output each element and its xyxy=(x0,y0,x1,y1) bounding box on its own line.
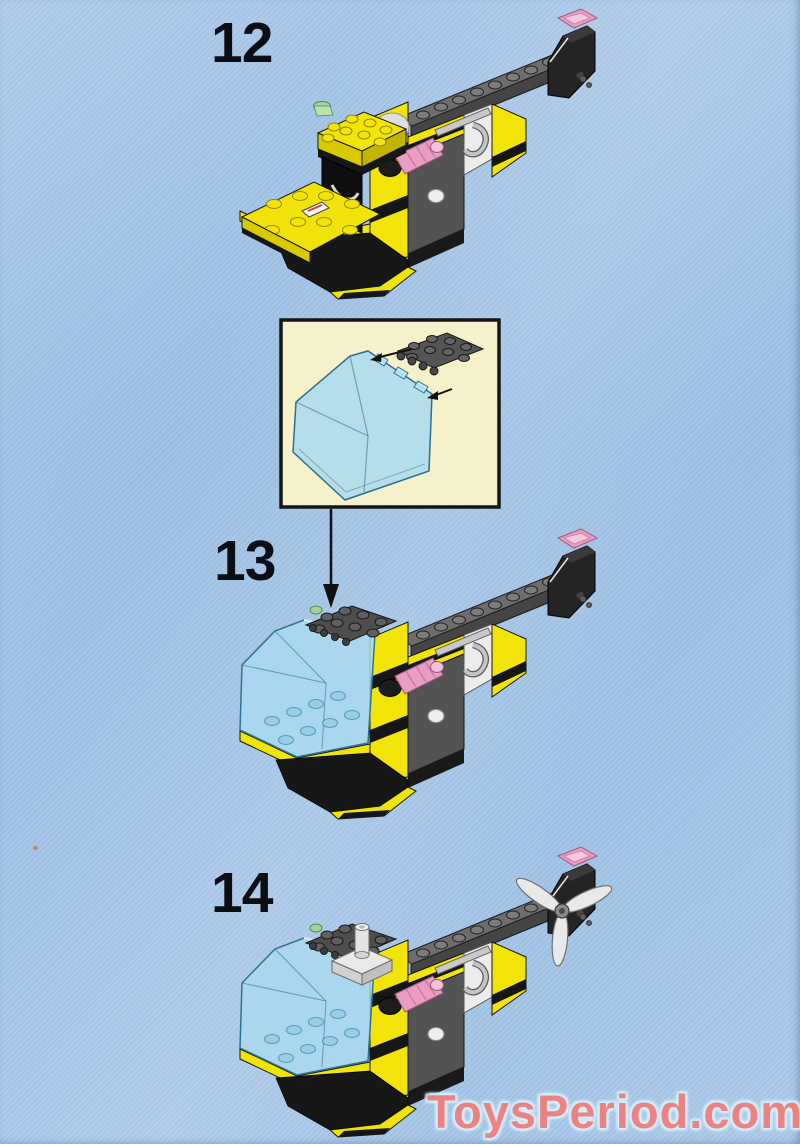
step-14-number: 14 xyxy=(211,861,273,925)
callout-arrow-1 xyxy=(370,348,413,362)
step-13-model-illustration xyxy=(239,529,597,819)
step-12-model-illustration xyxy=(240,9,597,299)
step-13-number: 13 xyxy=(214,529,276,593)
callout-box xyxy=(279,318,501,509)
step-12-number: 12 xyxy=(211,11,273,75)
down-arrow xyxy=(323,509,339,608)
watermark: ToysPeriod.com xyxy=(426,1085,800,1138)
callout-hinge-plate-part xyxy=(396,332,485,376)
paper-speck xyxy=(33,846,38,850)
callout-arrow-2 xyxy=(427,388,453,400)
